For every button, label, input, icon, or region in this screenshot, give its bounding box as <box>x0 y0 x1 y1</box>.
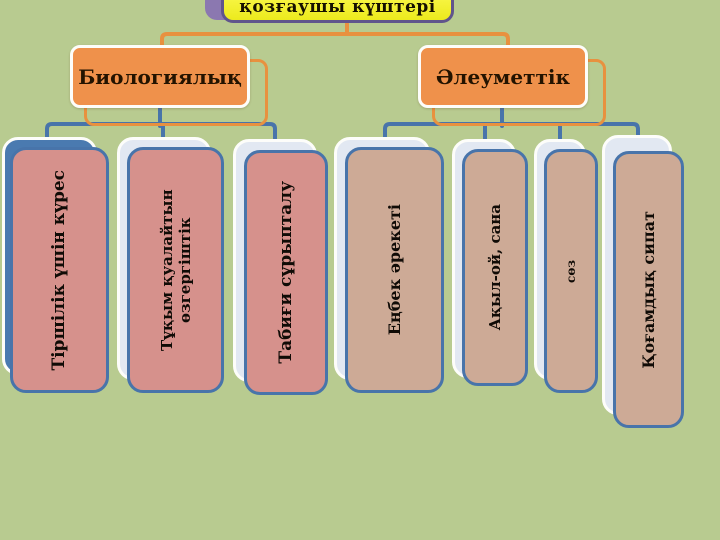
orange-connectors <box>160 22 510 48</box>
branch-social: Әлеуметтік <box>418 45 588 108</box>
leaf-label: Табиғи сұрыпталу <box>275 181 296 364</box>
leaf-hereditary-variability: Тұқым қуалайтын өзгергіштік <box>127 147 224 393</box>
title-box: қозғаушы күштері <box>221 0 454 23</box>
leaf-mind-consciousness: Ақыл-ой, сана <box>462 149 528 386</box>
leaf-social-character: Қоғамдық сипат <box>613 151 684 428</box>
leaf-struggle-for-existence: Тіршілік үшін күрес <box>10 147 109 393</box>
branch-biological: Биологиялық <box>70 45 250 108</box>
title-label: қозғаушы күштері <box>239 0 436 17</box>
leaf-natural-selection: Табиғи сұрыпталу <box>244 150 328 395</box>
leaf-label: Ақыл-ой, сана <box>486 204 504 331</box>
branch-biological-label: Биологиялық <box>78 64 242 89</box>
branch-social-label: Әлеуметтік <box>436 64 570 89</box>
leaf-label: сөз <box>563 259 578 283</box>
leaf-label: Қоғамдық сипат <box>638 210 658 369</box>
leaf-label: Тіршілік үшін күрес <box>49 169 70 371</box>
leaf-labor-activity: Еңбек әрекеті <box>345 147 444 393</box>
leaf-label: Еңбек әрекеті <box>384 204 404 336</box>
leaf-label: Тұқым қуалайтын өзгергіштік <box>157 189 194 351</box>
leaf-speech: сөз <box>544 149 598 393</box>
